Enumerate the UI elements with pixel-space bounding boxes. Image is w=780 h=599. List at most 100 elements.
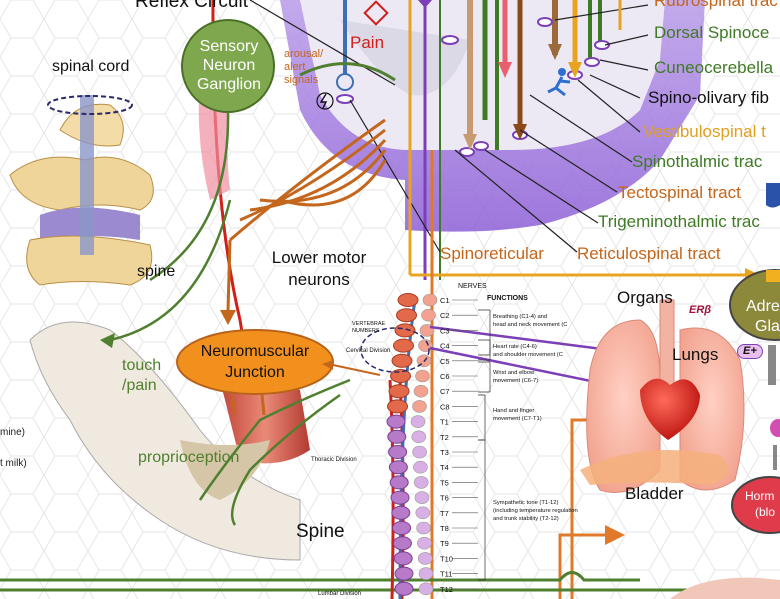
function-3-line-2: movement (C6-7) — [493, 378, 538, 384]
function-2-line-2: and shoulder movement (C — [493, 352, 563, 358]
shield-icon — [766, 183, 780, 208]
nerve-root-t8 — [416, 521, 431, 535]
nerve-label-t5: T5 — [440, 478, 449, 487]
arousal-alert-signals-label: arousal/ alert signals — [284, 48, 324, 86]
nerve-label-c2: C2 — [440, 311, 450, 320]
function-5-line-2: (including temperature regulation — [493, 508, 578, 514]
reflex-circuit-label: Reflex Circuit — [135, 0, 248, 12]
e-plus-badge: E+ — [737, 344, 763, 359]
vertebra-c3 — [394, 323, 416, 338]
nerve-label-c5: C5 — [440, 357, 450, 366]
vertebra-c2 — [396, 308, 417, 323]
tract-label-4: Spino-olivary fib — [648, 88, 769, 107]
vertebra-c8 — [387, 399, 408, 414]
vertebra-c4 — [393, 338, 414, 353]
functions-header: FUNCTIONS — [487, 295, 528, 302]
reticulospinal-label: Reticulospinal tract — [577, 244, 721, 263]
nmj-muscle-arrows — [230, 393, 266, 416]
nerve-root-c4 — [418, 339, 433, 352]
left-cut-text-1: mine) — [0, 427, 26, 438]
vertebra-segments — [386, 293, 438, 596]
nerve-root-t10 — [417, 552, 433, 565]
right-edge-organs — [670, 269, 780, 599]
sensory-neuron-ganglion-label: Sensory Neuron Ganglion — [196, 38, 262, 93]
vertebra-t11 — [394, 566, 414, 581]
nerve-root-t2 — [411, 430, 427, 444]
neuromuscular-junction-label: Neuromuscular Junction — [200, 343, 310, 381]
vertebra-t3 — [388, 445, 408, 459]
hormone-label: Horm (blo — [745, 489, 776, 519]
function-bracket-3 — [478, 361, 491, 393]
tract-bars — [336, 0, 610, 280]
proprioception-label: proprioception — [138, 449, 240, 466]
organs-illustration — [580, 299, 745, 493]
arrow-to-nmj — [220, 310, 236, 325]
nerve-label-t6: T6 — [440, 494, 449, 503]
nerve-root-t3 — [412, 445, 427, 459]
nerve-root-c1 — [422, 293, 438, 307]
cervical-division-label: Cervical Division — [346, 348, 390, 354]
spinal-cord-label: spinal cord — [52, 58, 130, 75]
spine-label-small: spine — [137, 263, 176, 280]
function-4-line-2: movement (C7-T1) — [493, 416, 542, 422]
arrow-touch — [100, 333, 115, 348]
nerve-label-t3: T3 — [440, 448, 449, 457]
nerve-label-t12: T12 — [440, 585, 453, 594]
vertebra-illustration — [9, 95, 154, 286]
spine-label-large: Spine — [296, 521, 345, 542]
organs-label: Organs — [617, 288, 673, 307]
lower-motor-neurons-label: Lower motor neurons — [271, 248, 367, 289]
vertebra-c7 — [388, 384, 410, 399]
vertebra-t10 — [393, 551, 413, 566]
green-sensory-lines — [109, 111, 351, 526]
nerve-root-c2 — [421, 308, 436, 322]
tract-label-3: Cuneocerebella — [654, 58, 774, 77]
motor-neuron-fan — [226, 118, 387, 311]
pain-icon — [363, 0, 389, 26]
nerve-root-t12 — [418, 582, 434, 596]
vertebra-t7 — [391, 505, 411, 520]
nerve-root-t11 — [418, 567, 434, 580]
nerve-label-c1: C1 — [440, 296, 450, 305]
tract-label-6: Spinothalmic trac — [632, 152, 763, 171]
green-pathways — [0, 62, 780, 592]
er-beta-label: ERβ — [689, 304, 712, 316]
vertebra-t4 — [388, 460, 408, 475]
bladder-label: Bladder — [625, 484, 684, 503]
thoracic-division-label: Thoracic Division — [311, 457, 357, 463]
nerve-label-t10: T10 — [440, 554, 453, 563]
function-1-line-2: head and neck movement (C — [493, 322, 567, 328]
c-region-highlight — [360, 327, 430, 373]
vertebra-t12 — [394, 581, 414, 596]
function-bracket-5 — [478, 439, 486, 581]
nerve-root-c7 — [413, 384, 429, 398]
nerve-label-c6: C6 — [440, 372, 450, 381]
function-5-line-3: and trunk stability (T2-12) — [493, 516, 559, 522]
nerve-root-t6 — [414, 491, 430, 504]
function-2-line-1: Heart rate (C4-6) — [493, 344, 537, 350]
vertebra-t8 — [392, 521, 412, 535]
nerves-header: NERVES — [458, 283, 487, 290]
touch-pain-label: touch /pain — [122, 357, 162, 394]
nerve-label-t7: T7 — [440, 509, 449, 518]
nerve-root-t9 — [417, 536, 432, 550]
tract-label-8: Trigeminothalmic trac — [598, 212, 760, 231]
nerve-label-t9: T9 — [440, 539, 449, 548]
nerve-label-c3: C3 — [440, 326, 450, 335]
vertebrae-numbers-line1: VERTEBRAE — [352, 321, 386, 327]
vertebra-t6 — [390, 490, 410, 505]
nerve-root-t1 — [410, 415, 426, 428]
adrenal-gland-label: Adre Gla — [746, 298, 780, 335]
nerve-label-c4: C4 — [440, 342, 450, 351]
gold-pathways — [408, 0, 745, 277]
vertebra-c1 — [397, 293, 419, 307]
tract-leader-lines — [249, 0, 649, 253]
vertebra-t2 — [387, 429, 407, 444]
nerve-root-t5 — [413, 476, 429, 489]
nerve-root-c6 — [415, 369, 430, 383]
nerve-label-t2: T2 — [440, 433, 449, 442]
vertebrae-numbers-line2: NUMBERS — [352, 328, 380, 334]
nerve-label-t11: T11 — [440, 570, 452, 579]
tract-label-5: Vestibulospinal t — [643, 122, 766, 141]
nerve-label-c8: C8 — [440, 402, 450, 411]
